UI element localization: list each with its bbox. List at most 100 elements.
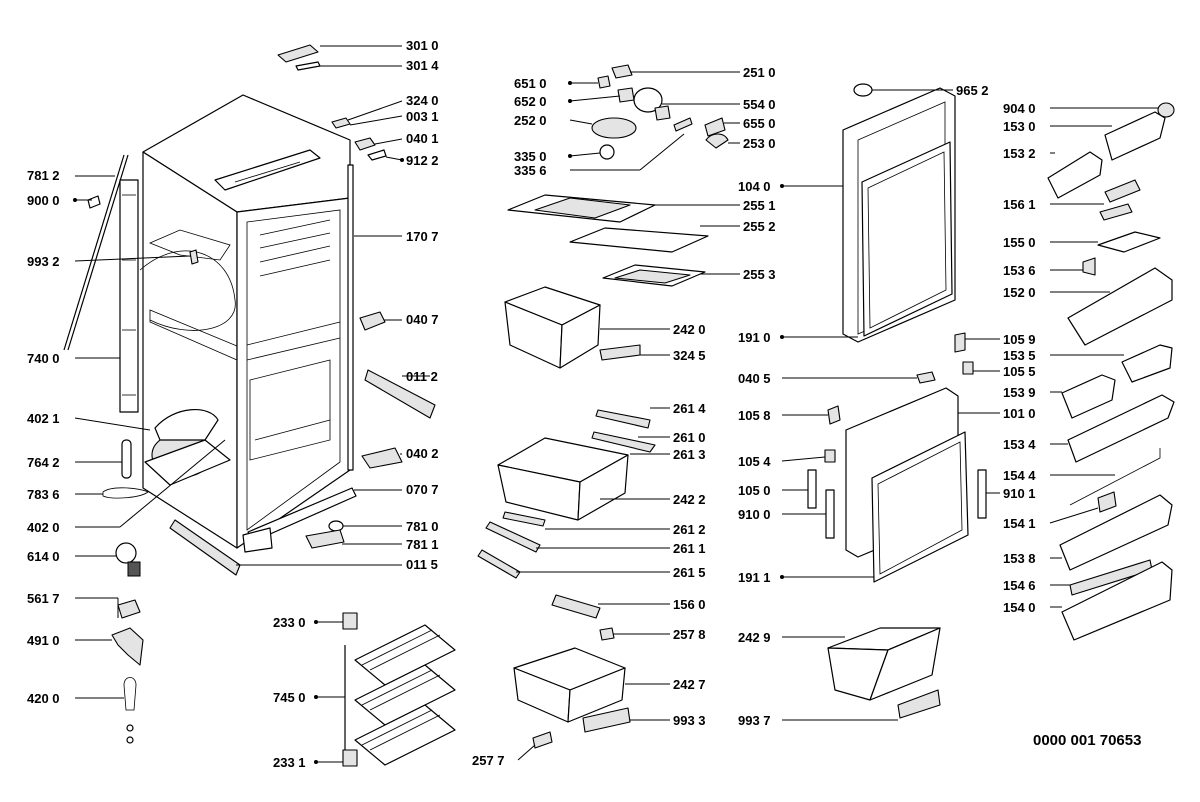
compressor-assembly — [102, 409, 231, 744]
callout-335-0: 335 0 — [514, 149, 547, 164]
callout-261-2: 261 2 — [673, 522, 706, 537]
callout-242-7: 242 7 — [673, 677, 706, 692]
drawing-reference-number: 0000 001 70653 — [1033, 732, 1141, 749]
callout-154-6: 154 6 — [1003, 578, 1036, 593]
callout-904-0: 904 0 — [1003, 101, 1036, 116]
callout-554-0: 554 0 — [743, 97, 776, 112]
callout-253-0: 253 0 — [743, 136, 776, 151]
callout-335-6: 335 6 — [514, 163, 547, 178]
condenser-assembly — [63, 154, 199, 413]
callout-153-5: 153 5 — [1003, 348, 1036, 363]
callout-040-1: 040 1 — [406, 131, 439, 146]
callout-257-8: 257 8 — [673, 627, 706, 642]
callout-233-1: 233 1 — [273, 755, 306, 770]
callout-912-2: 912 2 — [406, 153, 439, 168]
callout-261-3: 261 3 — [673, 447, 706, 462]
callout-040-5: 040 5 — [738, 371, 771, 386]
callout-910-1: 910 1 — [1003, 486, 1036, 501]
callout-402-0: 402 0 — [27, 520, 60, 535]
callout-764-2: 764 2 — [27, 455, 60, 470]
leader-lines — [74, 45, 1158, 763]
callout-153-2: 153 2 — [1003, 146, 1036, 161]
cabinet-small-parts — [169, 44, 436, 576]
callout-040-2: 040 2 — [406, 446, 439, 461]
door-shelves-right — [1047, 102, 1175, 641]
callout-003-1: 003 1 — [406, 109, 439, 124]
callout-261-4: 261 4 — [673, 401, 706, 416]
callout-156-0: 156 0 — [673, 597, 706, 612]
fridge-door — [807, 361, 987, 583]
callout-420-0: 420 0 — [27, 691, 60, 706]
callout-153-4: 153 4 — [1003, 437, 1036, 452]
callout-105-5: 105 5 — [1003, 364, 1036, 379]
callout-233-0: 233 0 — [273, 615, 306, 630]
callout-242-2: 242 2 — [673, 492, 706, 507]
callout-154-0: 154 0 — [1003, 600, 1036, 615]
callout-153-6: 153 6 — [1003, 263, 1036, 278]
callout-652-0: 652 0 — [514, 94, 547, 109]
callout-651-0: 651 0 — [514, 76, 547, 91]
callout-251-0: 251 0 — [743, 65, 776, 80]
callout-labels: 301 0 301 4 324 0 003 1 040 1 912 2 781 … — [27, 38, 1141, 770]
callout-255-2: 255 2 — [743, 219, 776, 234]
drawers-and-bins-centre — [477, 286, 656, 749]
callout-745-0: 745 0 — [273, 690, 306, 705]
callout-910-0: 910 0 — [738, 507, 771, 522]
callout-105-4: 105 4 — [738, 454, 771, 469]
callout-781-2: 781 2 — [27, 168, 60, 183]
callout-257-7: 257 7 — [472, 753, 505, 768]
callout-101-0: 101 0 — [1003, 406, 1036, 421]
wire-shelves — [342, 612, 456, 767]
callout-040-7: 040 7 — [406, 312, 439, 327]
callout-105-0: 105 0 — [738, 483, 771, 498]
callout-655-0: 655 0 — [743, 116, 776, 131]
callout-261-5: 261 5 — [673, 565, 706, 580]
leader-dots — [73, 81, 784, 764]
callout-153-8: 153 8 — [1003, 551, 1036, 566]
callout-154-4: 154 4 — [1003, 468, 1036, 483]
callout-900-0: 900 0 — [27, 193, 60, 208]
callout-105-8: 105 8 — [738, 408, 771, 423]
freezer-door — [842, 83, 966, 384]
callout-242-9: 242 9 — [738, 630, 771, 645]
control-panel-parts — [591, 64, 729, 160]
callout-070-7: 070 7 — [406, 482, 439, 497]
callout-324-0: 324 0 — [406, 93, 439, 108]
callout-301-0: 301 0 — [406, 38, 439, 53]
glass-shelves — [507, 194, 709, 287]
callout-252-0: 252 0 — [514, 113, 547, 128]
callout-783-6: 783 6 — [27, 487, 60, 502]
callout-255-1: 255 1 — [743, 198, 776, 213]
callout-491-0: 491 0 — [27, 633, 60, 648]
callout-740-0: 740 0 — [27, 351, 60, 366]
callout-993-3: 993 3 — [673, 713, 706, 728]
callout-152-0: 152 0 — [1003, 285, 1036, 300]
callout-781-1: 781 1 — [406, 537, 439, 552]
callout-191-0: 191 0 — [738, 330, 771, 345]
callout-993-2: 993 2 — [27, 254, 60, 269]
callout-324-5: 324 5 — [673, 348, 706, 363]
callout-153-9: 153 9 — [1003, 385, 1036, 400]
callout-155-0: 155 0 — [1003, 235, 1036, 250]
callout-105-9: 105 9 — [1003, 332, 1036, 347]
callout-255-3: 255 3 — [743, 267, 776, 282]
callout-011-2: 011 2 — [406, 369, 438, 384]
callout-261-0: 261 0 — [673, 430, 706, 445]
callout-153-0: 153 0 — [1003, 119, 1036, 134]
callout-965-2: 965 2 — [956, 83, 989, 98]
callout-011-5: 011 5 — [406, 557, 438, 572]
callout-104-0: 104 0 — [738, 179, 771, 194]
callout-301-4: 301 4 — [406, 58, 439, 73]
callout-261-1: 261 1 — [673, 541, 706, 556]
callout-993-7: 993 7 — [738, 713, 771, 728]
crisper-bin-right — [827, 627, 941, 719]
callout-781-0: 781 0 — [406, 519, 439, 534]
callout-156-1: 156 1 — [1003, 197, 1036, 212]
callout-614-0: 614 0 — [27, 549, 60, 564]
callout-402-1: 402 1 — [27, 411, 60, 426]
callout-170-7: 170 7 — [406, 229, 439, 244]
callout-191-1: 191 1 — [738, 570, 771, 585]
callout-242-0: 242 0 — [673, 322, 706, 337]
